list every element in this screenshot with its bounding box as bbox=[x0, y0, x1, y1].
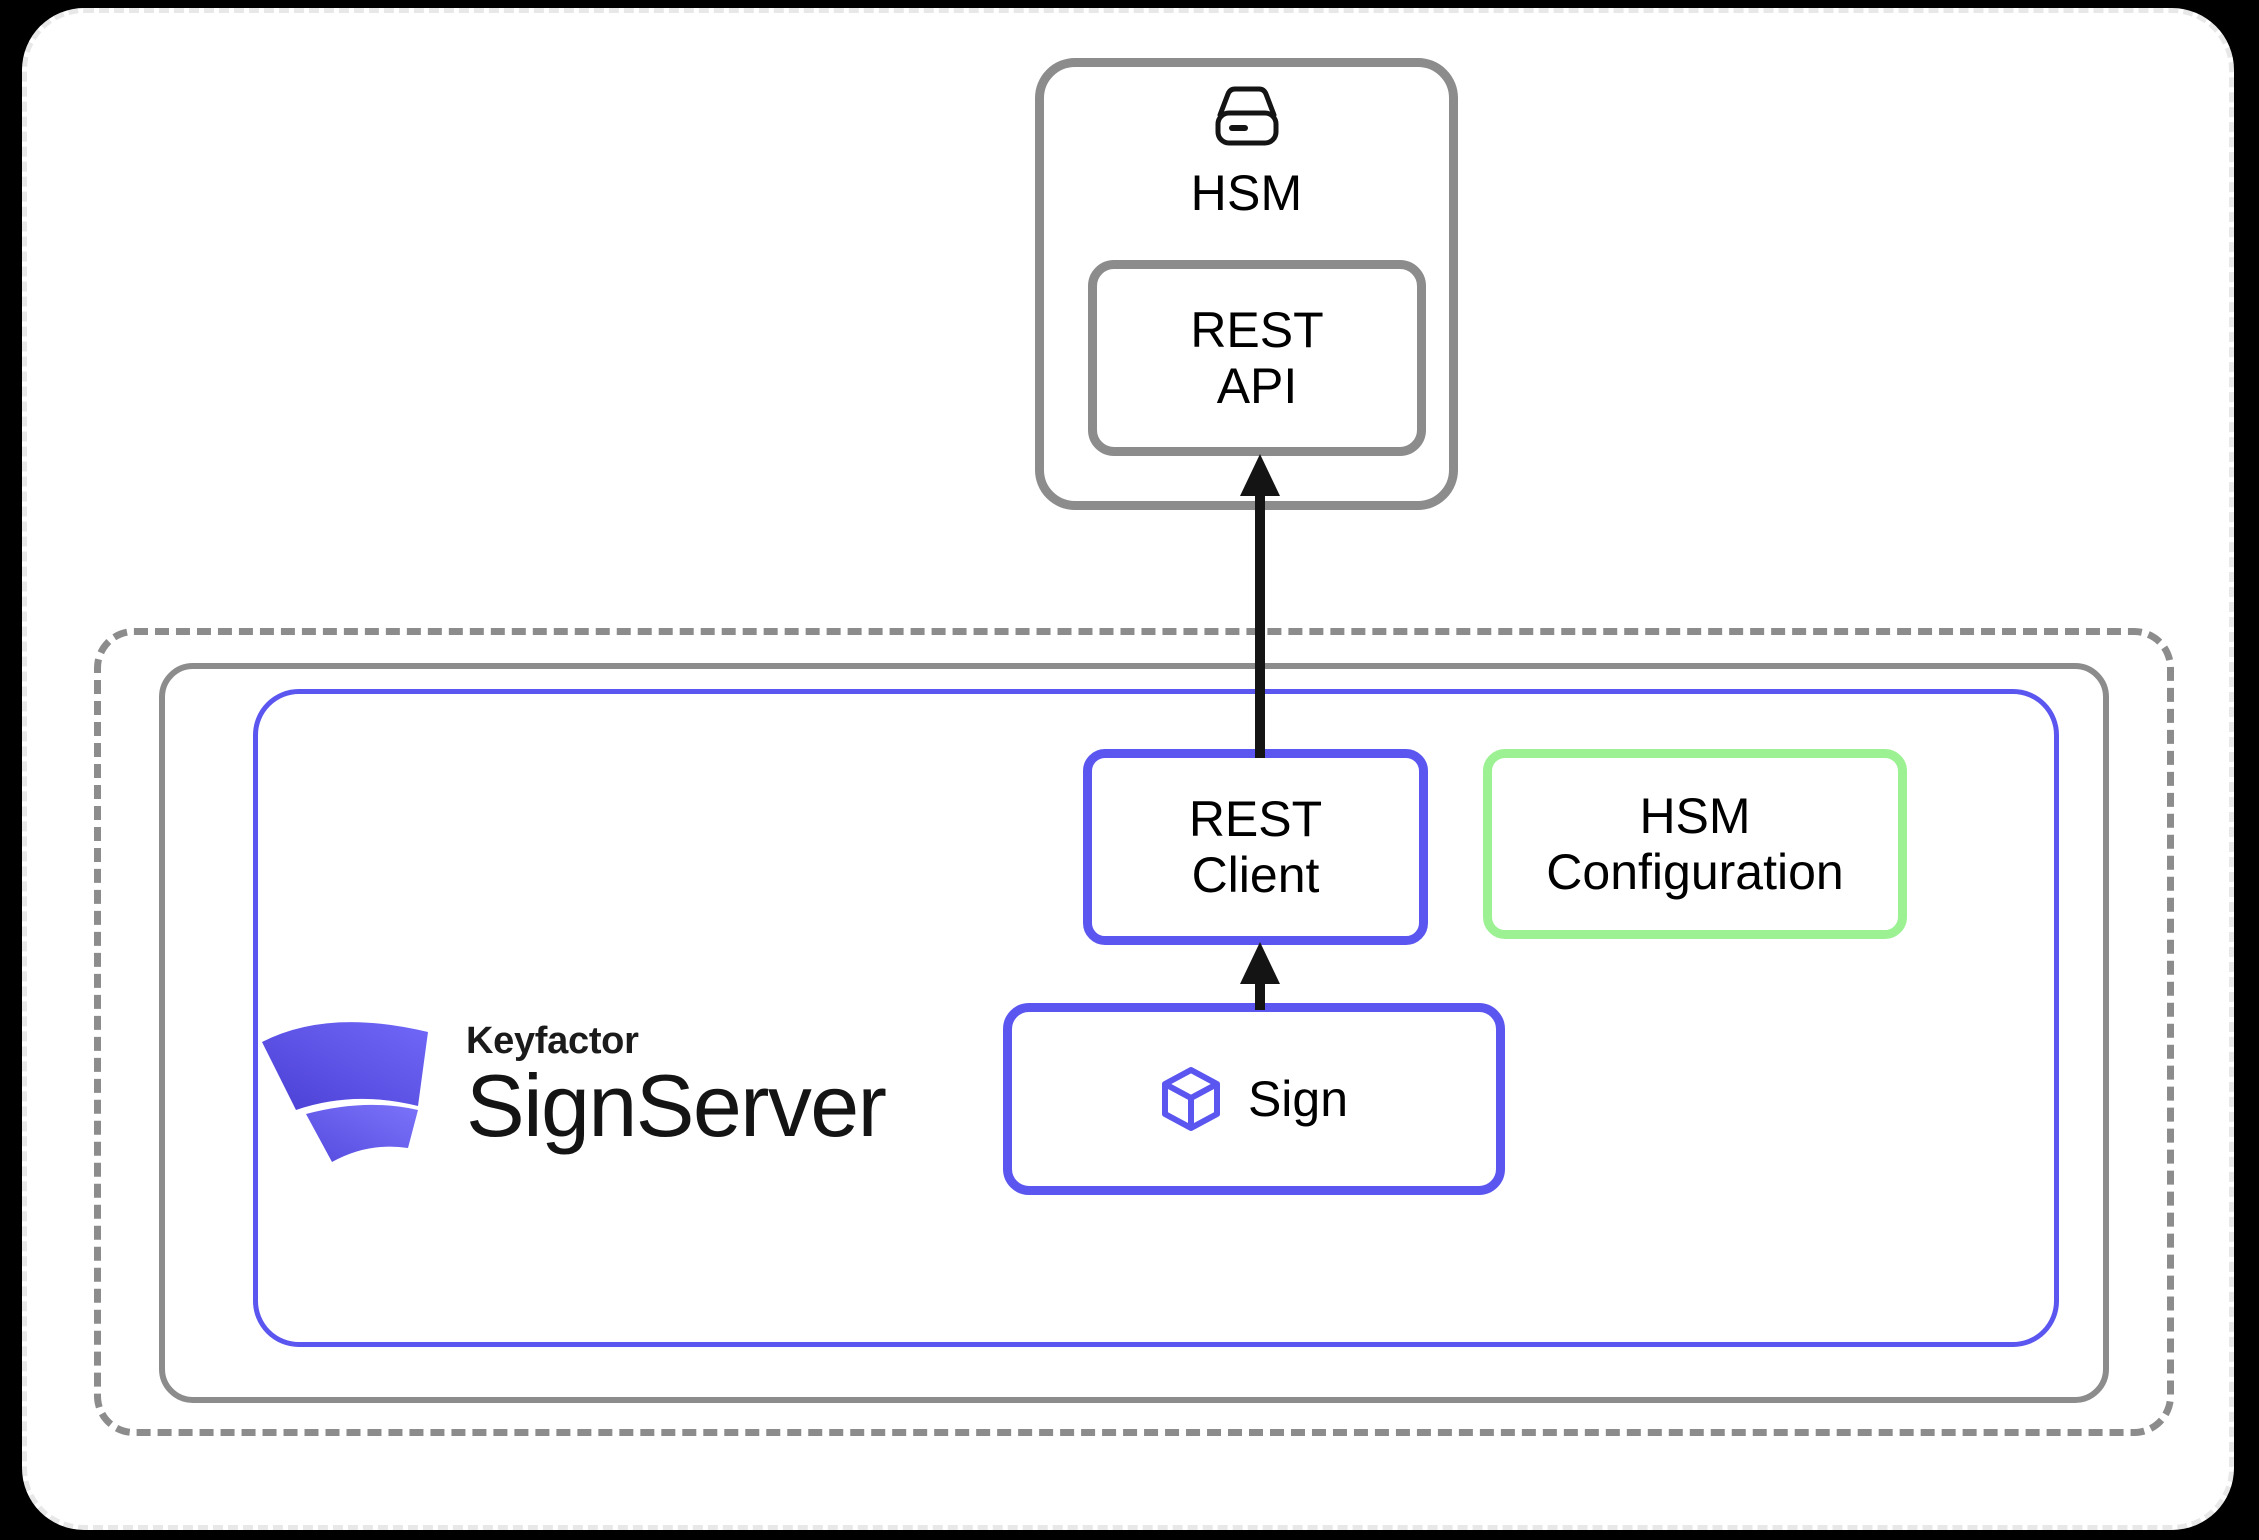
signserver-container bbox=[253, 689, 2059, 1347]
sign-worker-node[interactable]: Sign bbox=[1003, 1003, 1505, 1195]
deployment-boundary bbox=[94, 628, 2174, 1436]
host-container bbox=[159, 663, 2109, 1403]
hsm-configuration-node[interactable]: HSM Configuration bbox=[1483, 749, 1907, 939]
sign-worker-label: Sign bbox=[1247, 1071, 1349, 1127]
rest-api-node[interactable]: REST API bbox=[1088, 260, 1426, 456]
hsm-configuration-label-line2: Configuration bbox=[1546, 844, 1844, 900]
rest-client-label-line1: REST bbox=[1188, 791, 1323, 847]
logo-brand-text: Keyfactor bbox=[466, 1020, 639, 1062]
hsm-configuration-label-line1: HSM bbox=[1639, 788, 1751, 844]
logo-wordmark: Keyfactor SignServer bbox=[466, 1020, 887, 1155]
rest-client-label-line2: Client bbox=[1191, 847, 1320, 903]
cube-icon bbox=[1161, 1067, 1220, 1131]
keyfactor-signserver-logo: Keyfactor SignServer bbox=[258, 1002, 887, 1170]
keyfactor-swoosh-icon bbox=[262, 1022, 428, 1162]
rest-api-label-line1: REST bbox=[1190, 302, 1324, 358]
hard-drive-icon bbox=[1215, 86, 1278, 146]
logo-product-text: SignServer bbox=[466, 1056, 887, 1155]
rest-api-label-line2: API bbox=[1216, 358, 1298, 414]
rest-client-node[interactable]: REST Client bbox=[1083, 749, 1428, 945]
hsm-label: HSM bbox=[1190, 165, 1303, 221]
